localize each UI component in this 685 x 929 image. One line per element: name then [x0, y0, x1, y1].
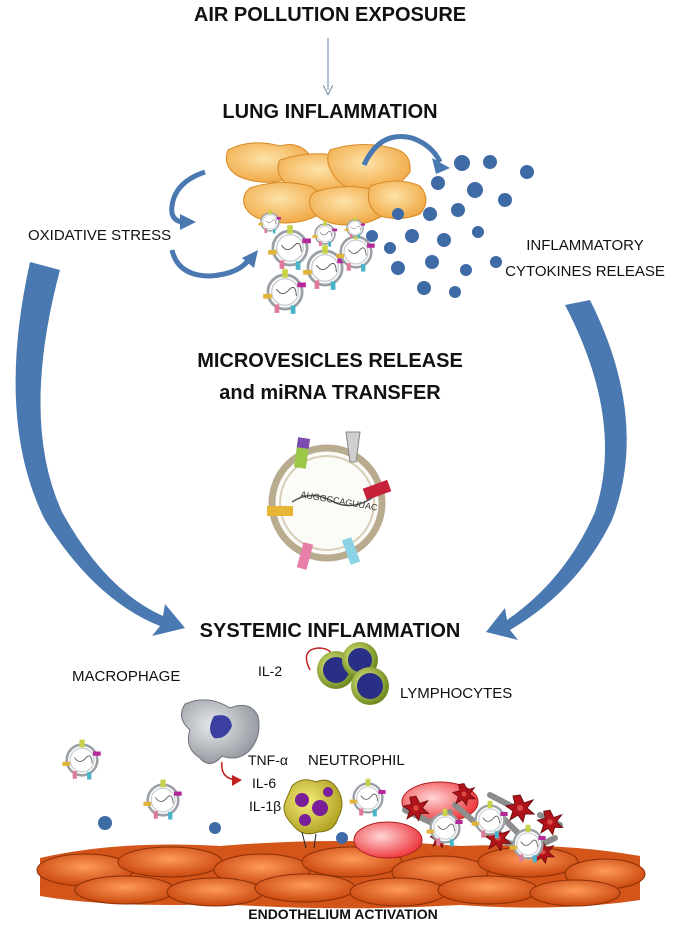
oxidative-stress-label: OXIDATIVE STRESS	[28, 227, 172, 244]
tnf-label: TNF-α	[248, 752, 288, 768]
neutrophil-icon	[283, 779, 343, 849]
adhesion-molecule-icon	[353, 821, 423, 859]
il2-label: IL-2	[258, 663, 283, 679]
macrophage-label: MACROPHAGE	[72, 668, 181, 685]
il1b-label: IL-1β	[249, 798, 282, 814]
mirna-transfer-title: and miRNA TRANSFER	[219, 382, 441, 404]
lymphocytes-icon	[305, 642, 389, 705]
cytokine-dots	[366, 155, 534, 298]
oxidative-curve-arrow-top	[169, 169, 206, 225]
vesicle-icon	[311, 219, 338, 248]
platelet-icon	[505, 794, 535, 823]
inflammatory-label-line2: CYTOKINES RELEASE	[505, 263, 665, 280]
systemic-inflammation-title: SYSTEMIC INFLAMMATION	[199, 620, 461, 642]
vesicle-icon	[348, 777, 387, 818]
endothelium-layer	[36, 841, 646, 909]
vesicle-icon	[142, 778, 183, 821]
neutrophil-label: NEUTROPHIL	[308, 752, 405, 769]
left-systemic-arrow	[15, 262, 185, 636]
lymphocytes-label: LYMPHOCYTES	[400, 685, 513, 702]
exposure-title: AIR POLLUTION EXPOSURE	[193, 4, 467, 26]
lung-inflammation-title: LUNG INFLAMMATION	[222, 101, 438, 123]
cytokine-curve-arrow	[361, 134, 443, 167]
il6-label: IL-6	[252, 775, 277, 791]
oxidative-curve-arrow-bottom	[169, 249, 253, 279]
lung-cells	[225, 142, 427, 226]
inflammatory-label-line1: INFLAMMATORY	[526, 237, 644, 254]
endothelium-label: ENDOTHELIUM ACTIVATION	[248, 906, 438, 922]
microvesicles-title: MICROVESICLES RELEASE	[197, 350, 463, 372]
macrophage-icon	[180, 699, 260, 786]
vesicle-icon	[261, 267, 308, 316]
right-systemic-arrow	[486, 300, 627, 640]
cytokine-dots-bottom	[98, 816, 348, 844]
vesicle-icon	[61, 738, 102, 781]
microvesicle-icon	[267, 431, 392, 570]
